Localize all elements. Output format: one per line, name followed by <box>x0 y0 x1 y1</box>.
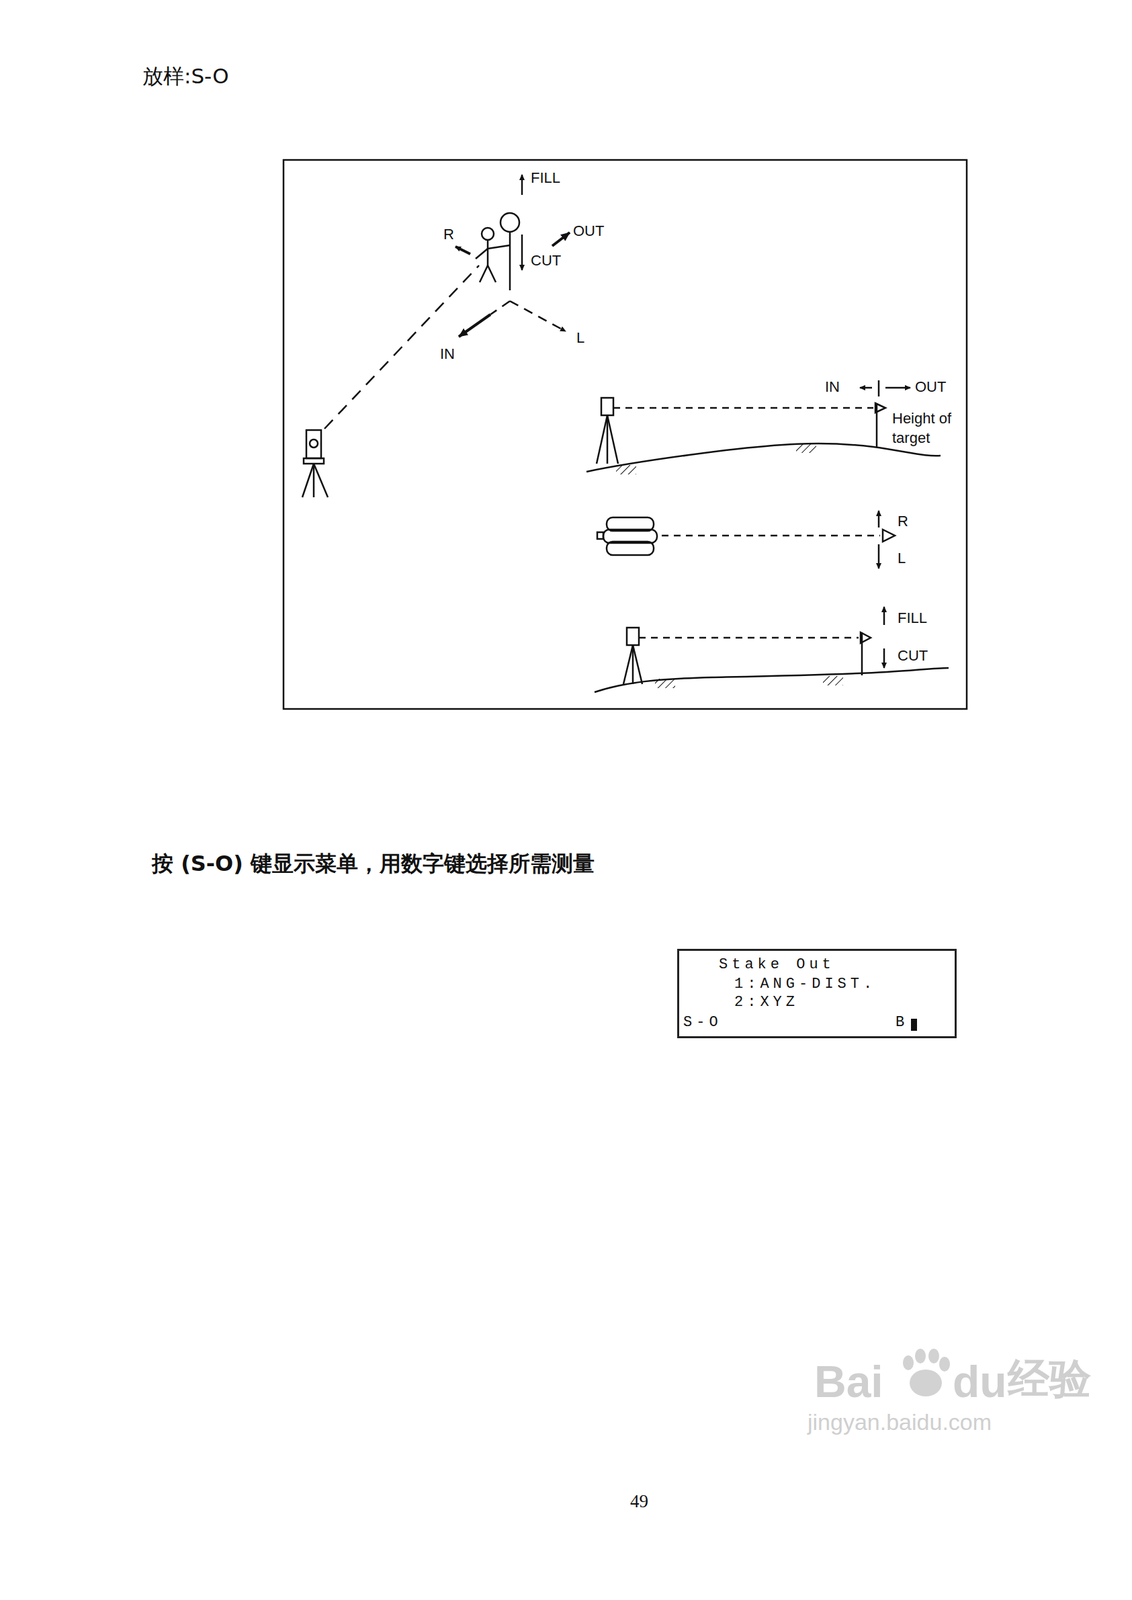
lcd-display: Stake Out 1:ANG-DIST. 2:XYZ S-O B <box>677 948 957 1038</box>
figure-label: OUT <box>915 378 946 396</box>
figure-label: CUT <box>897 647 928 664</box>
lcd-status: B <box>895 1015 909 1030</box>
page-number: 49 <box>630 1491 649 1512</box>
figure-label: FILL <box>530 169 561 187</box>
watermark: 经验 <box>1007 1355 1092 1402</box>
lcd-line: Stake Out <box>718 957 836 973</box>
figure-label: Height of target <box>892 409 967 448</box>
watermark: du <box>952 1357 1008 1407</box>
figure-label: CUT <box>530 252 561 269</box>
battery-indicator <box>910 1018 918 1031</box>
prism <box>500 212 520 232</box>
figure-label: IN <box>440 345 455 363</box>
total-station <box>623 627 643 684</box>
figure-label: R <box>443 226 455 243</box>
prism-pole <box>509 231 512 291</box>
page-title: 放样:S-O <box>142 64 230 88</box>
rodman <box>475 227 510 283</box>
figure-label: FILL <box>897 610 928 627</box>
figure-frame <box>283 159 967 709</box>
watermark-url: jingyan.baidu.com <box>807 1409 992 1435</box>
instrument-top-view <box>597 517 658 555</box>
watermark: Bai <box>814 1357 884 1407</box>
lcd-line: 1:ANG-DIST. <box>734 976 877 992</box>
sight-line <box>324 265 480 429</box>
lcd-status: S-O <box>683 1015 723 1030</box>
lcd-line: 2:XYZ <box>734 994 799 1010</box>
figure-label: OUT <box>573 223 604 240</box>
figure-label: IN <box>824 378 840 396</box>
figure-label: R <box>897 513 909 530</box>
instruction-text: 按 (S-O) 键显示菜单，用数字键选择所需测量 <box>151 851 595 876</box>
watermark-paw <box>902 1348 950 1397</box>
figure-label: L <box>897 550 906 567</box>
total-station <box>302 429 328 498</box>
figure-label: L <box>576 329 585 346</box>
